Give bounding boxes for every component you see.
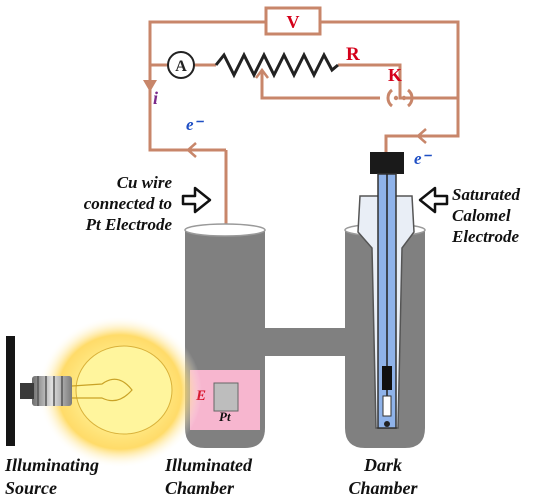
current-symbol: i — [153, 88, 158, 108]
svg-text:Chamber: Chamber — [165, 478, 235, 498]
svg-text:Pt Electrode: Pt Electrode — [85, 215, 173, 234]
electrode-symbol: Pt — [219, 409, 231, 424]
key-switch: K — [386, 65, 414, 108]
outline-arrow-right-icon — [181, 186, 212, 214]
key-symbol: K — [388, 65, 402, 85]
electron-arrow-left-icon — [186, 142, 197, 158]
electron-symbol-left: e⁻ — [186, 115, 205, 134]
svg-text:Cu wire: Cu wire — [117, 173, 173, 192]
resistor-symbol: R — [346, 44, 360, 65]
electron-arrow-right-icon — [416, 128, 427, 144]
dark-chamber-label: Dark Chamber — [348, 455, 418, 498]
outline-arrow-left-icon — [418, 186, 449, 214]
electron-symbol-right: e⁻ — [414, 149, 433, 168]
ammeter: A — [167, 51, 195, 79]
salt-bridge — [264, 328, 346, 356]
svg-text:Dark: Dark — [363, 455, 402, 475]
pt-electrode — [213, 382, 239, 412]
calomel-label: Saturated Calomel Electrode — [451, 185, 521, 246]
ammeter-symbol: A — [175, 58, 187, 75]
svg-text:Saturated: Saturated — [452, 185, 521, 204]
svg-text:connected to: connected to — [84, 194, 172, 213]
svg-text:Illuminated: Illuminated — [164, 455, 253, 475]
rheostat-slider-arrow-icon — [255, 67, 269, 79]
svg-text:Illuminating: Illuminating — [4, 455, 99, 475]
lamp-stand — [6, 336, 15, 446]
illuminating-source-label: Illuminating Source — [4, 455, 99, 498]
calomel-cap — [370, 152, 404, 174]
illuminated-chamber-rim — [184, 223, 266, 237]
cu-wire-label: Cu wire connected to Pt Electrode — [84, 173, 173, 234]
svg-text:Electrode: Electrode — [451, 227, 519, 246]
current-arrow-icon — [143, 80, 157, 92]
calomel-electrode — [357, 152, 415, 429]
svg-text:Calomel: Calomel — [452, 206, 511, 225]
calomel-paste — [382, 366, 392, 390]
illuminated-chamber-label: Illuminated Chamber — [164, 455, 253, 498]
voltmeter-symbol: V — [287, 12, 300, 32]
rheostat-resistor — [214, 51, 339, 79]
svg-text:Source: Source — [5, 478, 57, 498]
voltmeter: V — [264, 6, 322, 36]
svg-text:Chamber: Chamber — [348, 478, 418, 498]
light-bulb-icon — [6, 316, 202, 468]
